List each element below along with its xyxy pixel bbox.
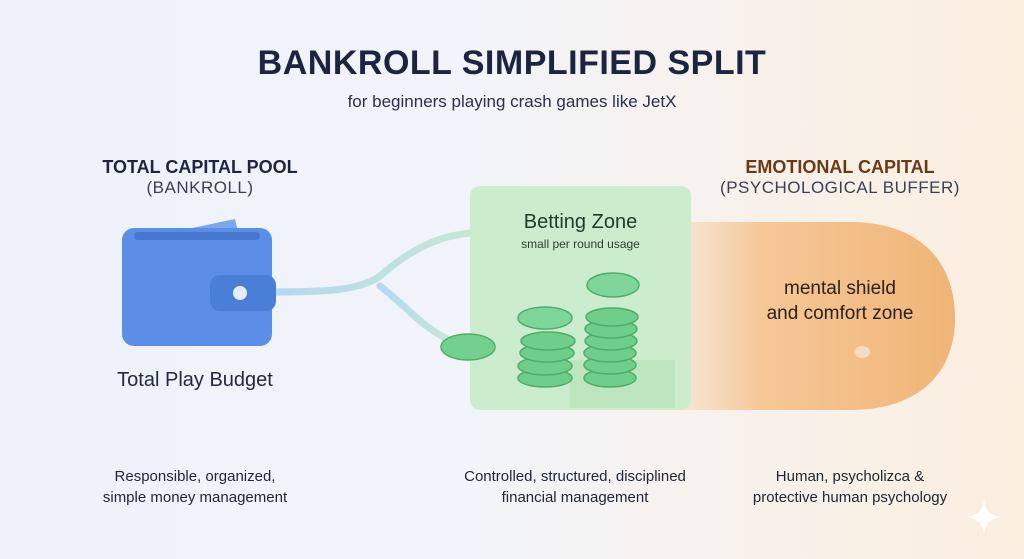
description-line: simple money management: [102, 489, 288, 506]
coin-stack-icon: [440, 272, 640, 388]
description-line: Human, psycholizca &: [775, 468, 925, 485]
left-description: Responsible, organized, simple money man…: [60, 466, 330, 508]
betting-zone-title: Betting Zone: [523, 211, 638, 233]
total-capital-heading: TOTAL CAPITAL POOL: [102, 157, 298, 177]
shield-highlight: [854, 346, 870, 358]
betting-zone-subtitle: small per round usage: [521, 237, 640, 251]
diagram-title: BANKROLL SIMPLIFIED SPLIT: [257, 44, 767, 82]
mental-shield-line: and comfort zone: [766, 303, 914, 324]
description-line: Controlled, structured, disciplined: [464, 468, 686, 485]
emotional-capital-heading-group: EMOTIONAL CAPITAL (PSYCHOLOGICAL BUFFER): [690, 157, 990, 198]
mental-shield-line: mental shield: [784, 278, 896, 299]
description-line: financial management: [501, 489, 649, 506]
emotional-capital-heading: EMOTIONAL CAPITAL: [745, 157, 935, 177]
right-description: Human, psycholizca & protective human ps…: [715, 466, 985, 508]
emotional-shield-shape: [655, 222, 955, 410]
sparkle-icon: [967, 500, 1001, 534]
diagram-subtitle: for beginners playing crash games like J…: [347, 92, 677, 111]
flow-line-lower: [376, 282, 454, 344]
total-capital-heading-group: TOTAL CAPITAL POOL (BANKROLL): [60, 157, 340, 198]
description-line: protective human psychology: [752, 489, 948, 506]
middle-description: Controlled, structured, disciplined fina…: [430, 466, 720, 508]
flow-line-main: [268, 229, 479, 296]
total-capital-subheading: (BANKROLL): [146, 178, 254, 197]
emotional-capital-subheading: (PSYCHOLOGICAL BUFFER): [720, 178, 960, 197]
total-play-budget-label: Total Play Budget: [117, 369, 273, 391]
mental-shield-text: mental shield and comfort zone: [735, 276, 945, 326]
description-line: Responsible, organized,: [114, 468, 276, 485]
wallet-icon: [122, 219, 276, 346]
